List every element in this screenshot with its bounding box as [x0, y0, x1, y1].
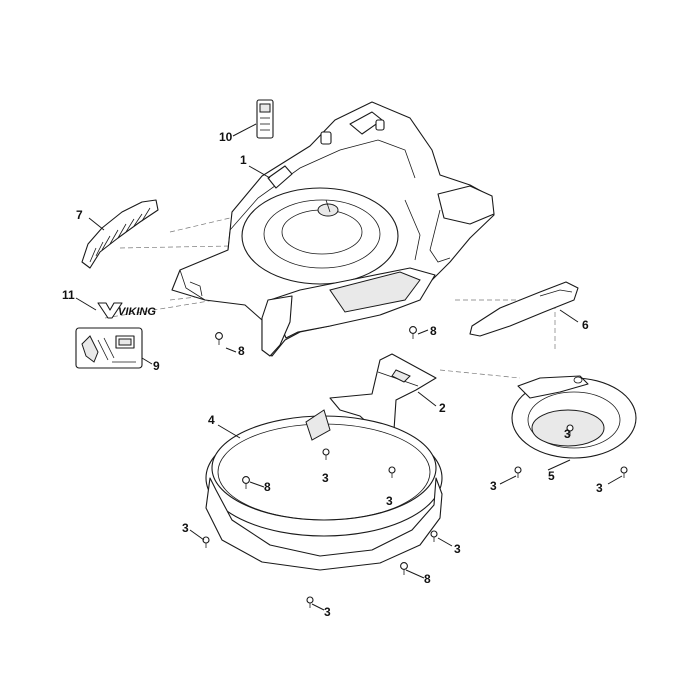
callout-6: 6 [582, 318, 589, 332]
callout-3-guard-right: 3 [596, 481, 603, 495]
callout-4: 4 [208, 413, 215, 427]
callout-3-ring-inner-right: 3 [386, 494, 393, 508]
callout-3-ring-left: 3 [182, 521, 189, 535]
screw-icon [620, 466, 628, 478]
part-9-instruction-card [75, 327, 143, 369]
screw-icon [202, 536, 210, 548]
callout-2: 2 [439, 401, 446, 415]
callout-3-ring-right: 3 [454, 542, 461, 556]
callout-11: 11 [62, 288, 75, 302]
part-7-serrated-strip [81, 199, 159, 269]
brand-label: VIKING [118, 306, 156, 318]
callout-9: 9 [153, 359, 160, 373]
screw-icon [430, 530, 438, 542]
callout-1: 1 [240, 153, 247, 167]
bolt-group [215, 326, 417, 575]
screw-icon [566, 424, 574, 436]
callout-8-deck-left: 8 [238, 344, 245, 358]
screw-icon [322, 448, 330, 460]
callout-3-guard-center: 3 [564, 427, 571, 441]
bolt-icon [409, 326, 417, 339]
screw-icon [514, 466, 522, 478]
part-11-brand-logo: VIKING [97, 302, 156, 319]
brand-logo-icon [97, 302, 123, 319]
bolt-icon [215, 332, 223, 345]
part-5-round-guard [511, 375, 637, 459]
part-4-ring-skirt [205, 409, 443, 571]
leader-lines [75, 123, 623, 611]
part-10-label-tag [256, 99, 274, 139]
callout-3-ring-inner-left: 3 [322, 471, 329, 485]
callout-3-ring-bottom: 3 [324, 605, 331, 619]
callout-8-deck-right: 8 [430, 324, 437, 338]
part-1-deck-housing [171, 101, 495, 357]
bolt-icon [242, 476, 250, 489]
callout-8-ring-inner: 8 [264, 480, 271, 494]
callouts: 10 1 7 11 9 8 8 6 2 4 3 5 3 3 3 3 8 3 3 … [62, 130, 603, 619]
callout-10: 10 [219, 130, 233, 144]
screw-icon [388, 466, 396, 478]
callout-8-ring-bottom: 8 [424, 572, 431, 586]
screw-icon [306, 596, 314, 608]
callout-5: 5 [548, 469, 555, 483]
part-6-side-trim [469, 281, 579, 337]
bolt-icon [400, 562, 408, 575]
screw-group [202, 424, 628, 608]
part-2-deflector-chute [329, 353, 437, 439]
callout-7: 7 [76, 208, 83, 222]
callout-3-guard-left: 3 [490, 479, 497, 493]
